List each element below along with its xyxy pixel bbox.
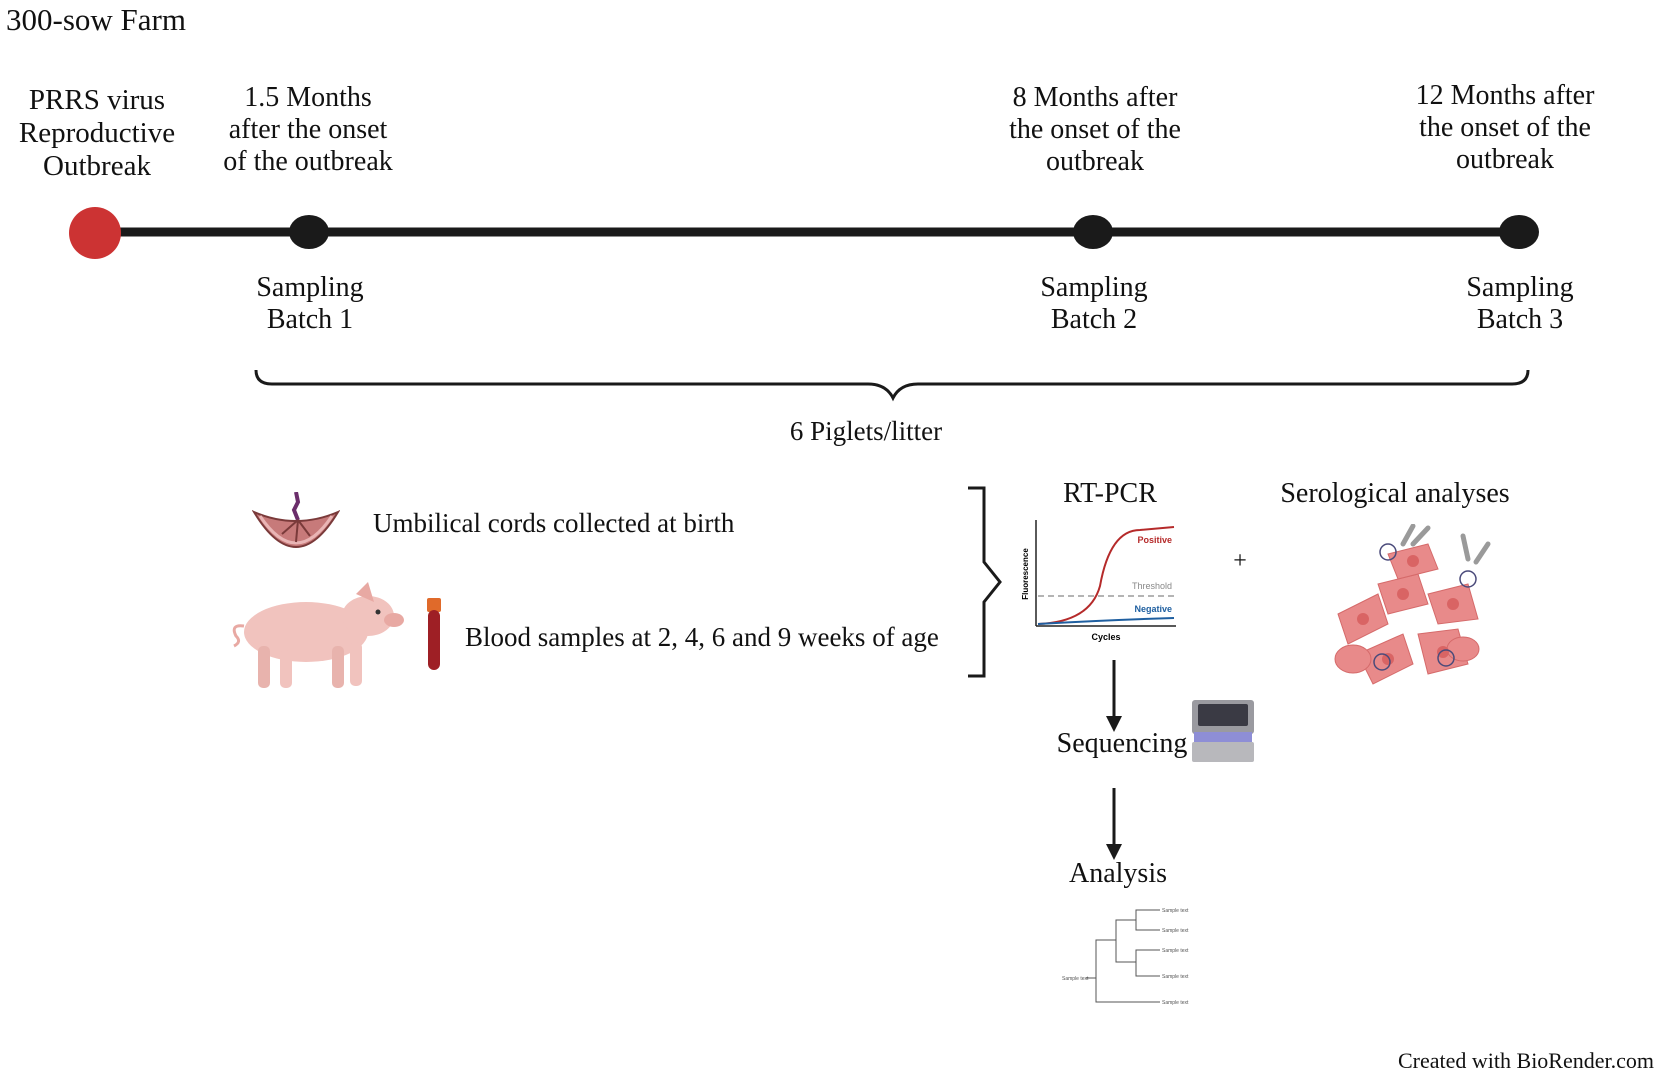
outbreak-dot — [69, 207, 121, 259]
positive-label: Positive — [1137, 535, 1172, 545]
y-axis-label: Fluorescence — [1021, 548, 1030, 600]
piglet-icon — [232, 582, 404, 688]
timepoint-marker-3 — [1499, 215, 1539, 249]
sampling-batch-1: Sampling Batch 1 — [256, 272, 364, 335]
footer-credit: Created with BioRender.com — [1398, 1048, 1654, 1073]
serology-title: Serological analyses — [1280, 478, 1510, 509]
timepoint-1-label: 1.5 Months after the onset of the outbre… — [223, 82, 393, 177]
tree-leaf-label: Sample text — [1162, 928, 1189, 934]
sampling-batch-2: Sampling Batch 2 — [1040, 272, 1148, 335]
timepoint-3-label: 12 Months after the onset of the outbrea… — [1415, 80, 1595, 175]
arrow-to-sequencing — [1106, 660, 1122, 732]
samples-brace — [968, 486, 1002, 678]
rtpcr-title: RT-PCR — [1063, 478, 1157, 509]
negative-label: Negative — [1134, 604, 1172, 614]
page-title: 300-sow Farm — [6, 2, 186, 37]
timepoint-marker-1 — [289, 215, 329, 249]
analysis-label: Analysis — [1069, 858, 1167, 889]
sequencer-icon — [1192, 700, 1254, 762]
tree-root-label: Sample text — [1062, 976, 1089, 982]
umbilical-samples-text: Umbilical cords collected at birth — [373, 508, 735, 538]
brace-label: 6 Piglets/litter — [789, 416, 943, 446]
phylogenetic-tree: Sample text Sample text Sample text Samp… — [1062, 908, 1189, 1006]
tree-leaf-label: Sample text — [1162, 948, 1189, 954]
blood-tube-icon — [427, 598, 441, 670]
threshold-label: Threshold — [1132, 581, 1172, 591]
outbreak-label: PRRS virus Reproductive Outbreak — [18, 84, 176, 182]
batch-brace — [254, 369, 1530, 402]
sampling-batch-3: Sampling Batch 3 — [1466, 272, 1574, 335]
timepoint-marker-2 — [1073, 215, 1113, 249]
umbilical-cord-icon — [252, 492, 340, 548]
sequencing-label: Sequencing — [1056, 728, 1188, 759]
cell-culture-icon — [1334, 524, 1491, 685]
rtpcr-curve-chart: Positive Threshold Negative Cycles Fluor… — [1021, 520, 1176, 642]
arrow-to-analysis — [1106, 788, 1122, 860]
tree-leaf-label: Sample text — [1162, 908, 1189, 914]
tree-leaf-label: Sample text — [1162, 1000, 1189, 1006]
tree-leaf-label: Sample text — [1162, 974, 1189, 980]
plus-sign: + — [1233, 548, 1247, 574]
x-axis-label: Cycles — [1091, 632, 1120, 642]
timepoint-2-label: 8 Months after the onset of the outbreak — [1009, 82, 1181, 177]
blood-samples-text: Blood samples at 2, 4, 6 and 9 weeks of … — [465, 622, 939, 652]
